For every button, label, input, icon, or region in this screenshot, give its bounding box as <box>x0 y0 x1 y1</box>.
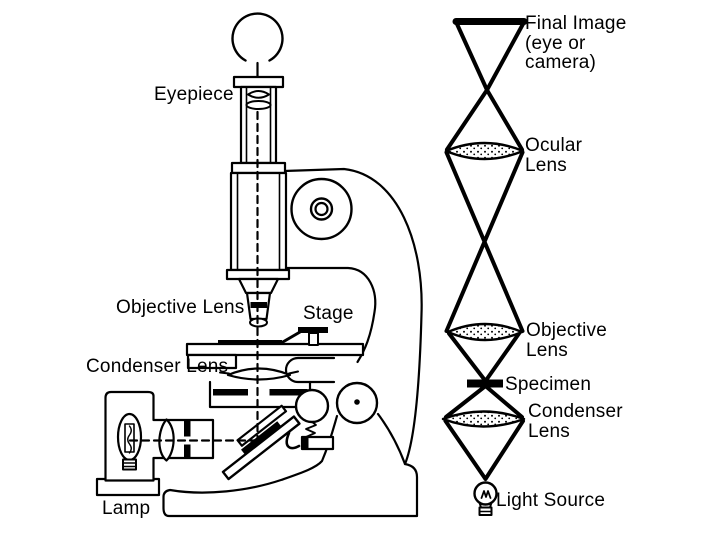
label-objective-lens: Objective Lens <box>116 297 245 318</box>
mirror <box>221 388 335 481</box>
light-rays <box>443 22 525 481</box>
filament <box>127 425 132 454</box>
label-condenser-lens: Condenser Lens <box>86 356 229 377</box>
label-stage: Stage <box>303 303 354 324</box>
label-lamp: Lamp <box>102 498 151 519</box>
mirror-knob <box>294 388 330 424</box>
microscope-drawing <box>95 12 423 518</box>
ocular-lens-shape <box>444 141 525 161</box>
specimen-plane <box>467 379 503 388</box>
pillar-knob <box>335 381 379 425</box>
label-light-source: Light Source <box>496 490 606 511</box>
objective-lens-shape <box>446 322 524 342</box>
optical-axis <box>128 110 259 442</box>
lamp-drawing <box>95 390 215 497</box>
ray-diagram <box>441 18 528 516</box>
eye-icon <box>231 12 284 62</box>
label-eyepiece: Eyepiece <box>154 84 234 105</box>
condenser-lens-shape <box>441 410 526 428</box>
light-bulb-icon <box>473 481 498 516</box>
arm-and-base <box>162 167 423 518</box>
label-ray-objective-lens: Objective Lens <box>526 320 608 361</box>
label-specimen: Specimen <box>505 374 592 395</box>
stage-drawing <box>185 327 365 384</box>
label-final-image: Final Image (eye or camera) <box>525 13 627 73</box>
label-ocular-lens: Ocular Lens <box>525 135 583 176</box>
coarse-knob <box>290 177 353 241</box>
label-ray-condenser-lens: Condenser Lens <box>528 401 623 442</box>
